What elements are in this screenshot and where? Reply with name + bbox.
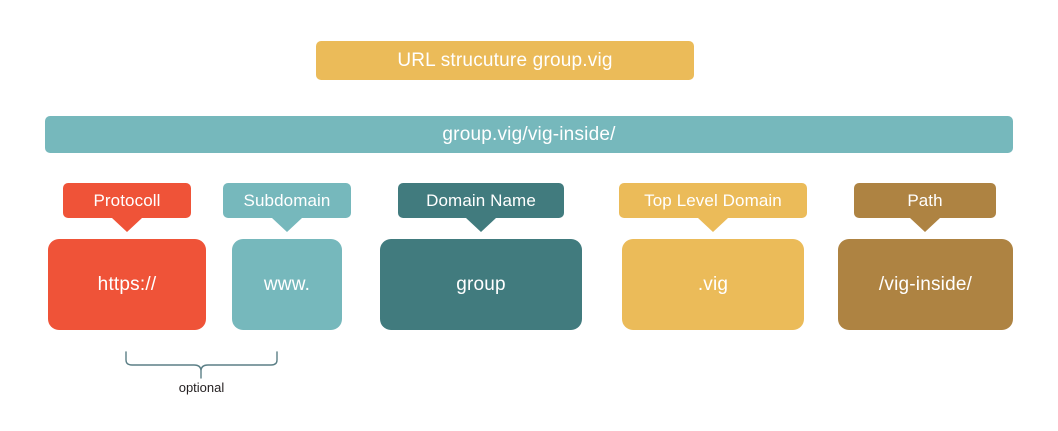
part-value-domain-name: group xyxy=(380,239,582,330)
url-part-protocol: Protocoll https:// xyxy=(48,183,206,330)
part-value-path: /vig-inside/ xyxy=(838,239,1013,330)
optional-annotation: optional xyxy=(124,350,279,410)
part-value-subdomain: www. xyxy=(232,239,342,330)
full-url-bar: group.vig/vig-inside/ xyxy=(45,116,1013,153)
optional-label: optional xyxy=(178,380,225,395)
url-part-path: Path /vig-inside/ xyxy=(838,183,1013,330)
url-part-top-level-domain: Top Level Domain .vig xyxy=(619,183,807,330)
part-label-top-level-domain: Top Level Domain xyxy=(619,183,807,218)
part-label-domain-name: Domain Name xyxy=(398,183,564,218)
part-label-path: Path xyxy=(854,183,996,218)
part-value-top-level-domain: .vig xyxy=(622,239,804,330)
part-label-protocol: Protocoll xyxy=(63,183,191,218)
diagram-title: URL strucuture group.vig xyxy=(316,41,694,80)
part-value-protocol: https:// xyxy=(48,239,206,330)
curly-brace-icon xyxy=(125,351,278,379)
part-label-subdomain: Subdomain xyxy=(223,183,351,218)
url-part-domain-name: Domain Name group xyxy=(380,183,582,330)
url-part-subdomain: Subdomain www. xyxy=(223,183,351,330)
